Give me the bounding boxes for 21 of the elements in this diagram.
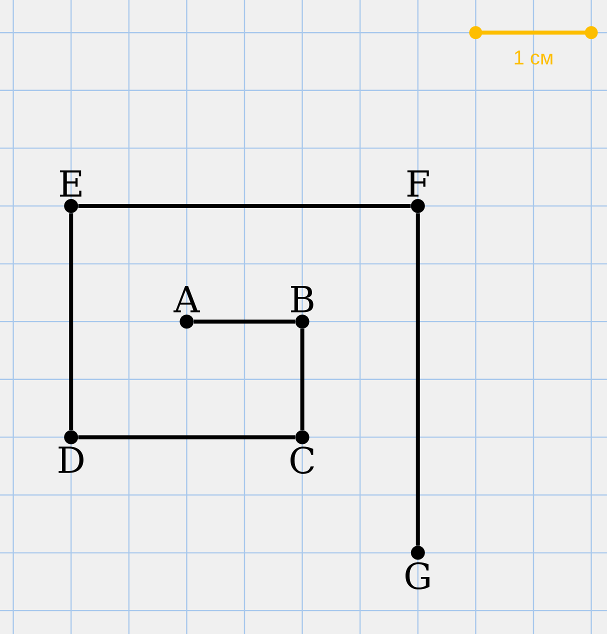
point: D bbox=[58, 430, 84, 473]
segment bbox=[300, 328, 304, 430]
node-label: A bbox=[173, 286, 200, 312]
point: F bbox=[407, 170, 429, 213]
point: C bbox=[290, 430, 314, 474]
point: E bbox=[60, 170, 82, 213]
node-label: C bbox=[290, 446, 314, 474]
segment bbox=[78, 435, 296, 440]
node-label: E bbox=[60, 170, 82, 197]
point: G bbox=[406, 546, 430, 590]
segment bbox=[78, 204, 411, 208]
segment bbox=[69, 213, 74, 430]
node-label: B bbox=[291, 286, 314, 312]
node-label: F bbox=[407, 170, 429, 197]
node-label: D bbox=[58, 446, 84, 473]
node-label: G bbox=[406, 562, 430, 590]
point: B bbox=[291, 286, 314, 329]
scale-label: 1 см bbox=[514, 50, 552, 65]
point: A bbox=[174, 286, 200, 329]
segment bbox=[194, 320, 296, 324]
segment bbox=[416, 213, 420, 546]
